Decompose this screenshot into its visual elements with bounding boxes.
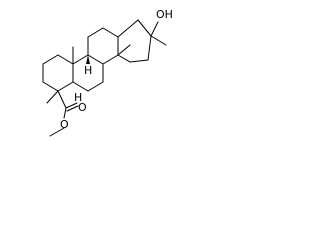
hydroxyl-label: OH xyxy=(156,8,173,21)
ring-c xyxy=(87,27,119,65)
hydrogen-c9-label: H xyxy=(84,64,92,77)
hydrogen-c5-label: H xyxy=(74,91,82,104)
ring-d-bridge xyxy=(117,19,152,63)
ring-a xyxy=(42,54,74,92)
molecule-structure: OH H H O O xyxy=(42,8,173,137)
carbonyl-oxygen-label: O xyxy=(78,101,87,114)
stereo-wedge-h9 xyxy=(86,55,90,64)
ester-oxygen-label: O xyxy=(60,118,69,131)
ring-b xyxy=(72,54,104,92)
substituents xyxy=(46,21,167,137)
